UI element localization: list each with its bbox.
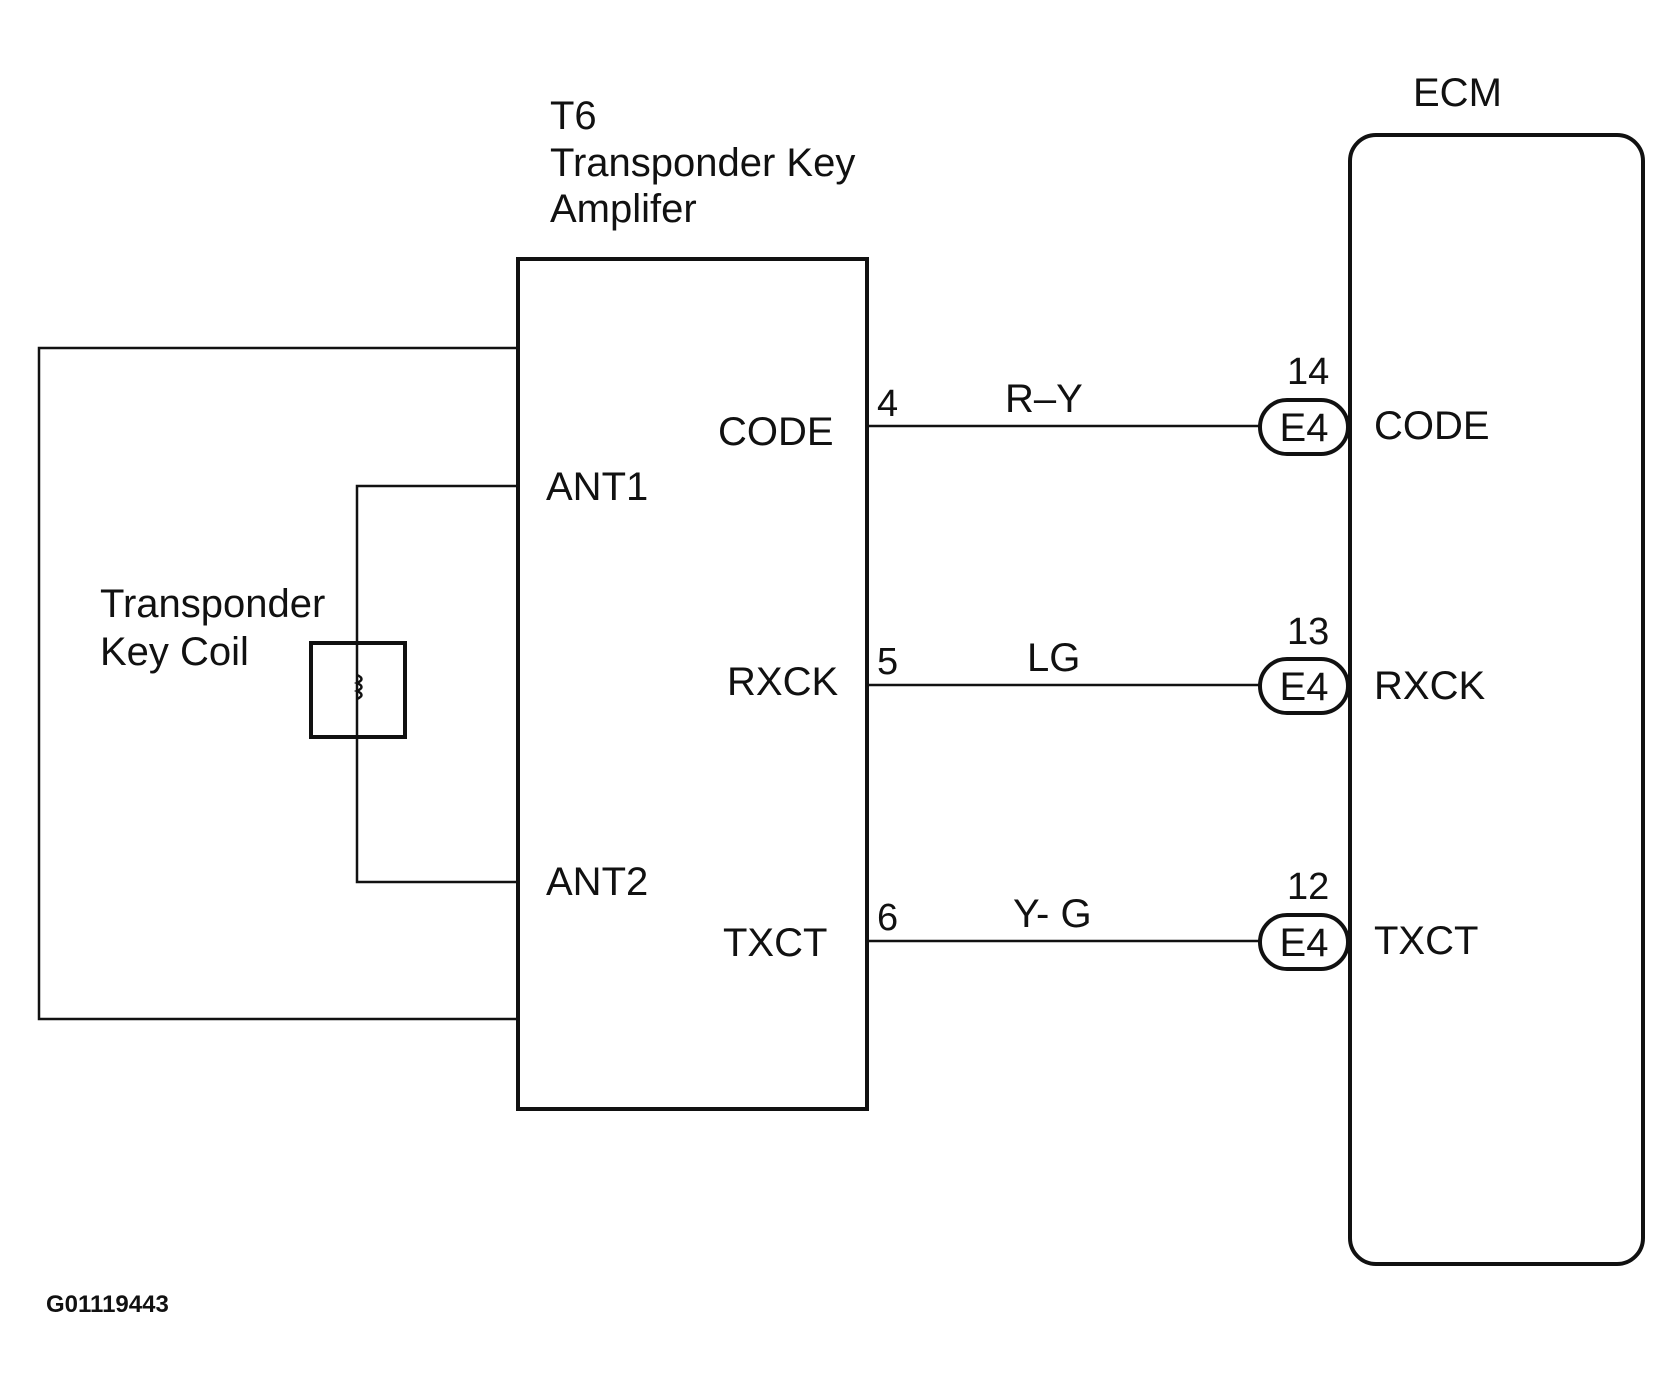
amp-terminal-ant2: ANT2 xyxy=(546,860,648,904)
ecm-box xyxy=(1348,133,1645,1266)
ecm-terminal-rxck: RXCK xyxy=(1374,664,1485,708)
connector-e4-code xyxy=(1258,398,1350,456)
ecm-pin-code: 14 xyxy=(1287,351,1329,393)
ecm-title: ECM xyxy=(1413,71,1502,115)
connector-label-rxck: E4 xyxy=(1280,665,1329,709)
coil-winding-icon xyxy=(353,673,363,701)
amp-pin-rxck: 5 xyxy=(877,641,898,683)
ecm-terminal-code: CODE xyxy=(1374,404,1490,448)
amp-pin-txct: 6 xyxy=(877,897,898,939)
wire-color-txct: Y- G xyxy=(1013,892,1092,936)
ant2-wire xyxy=(355,737,518,884)
coil-label-line2: Key Coil xyxy=(100,630,249,674)
amp-terminal-txct: TXCT xyxy=(723,921,827,965)
ecm-terminal-txct: TXCT xyxy=(1374,919,1478,963)
connector-label-code: E4 xyxy=(1280,406,1329,450)
amp-pin-code: 4 xyxy=(877,383,898,425)
wire-color-rxck: LG xyxy=(1027,636,1080,680)
ecm-pin-rxck: 13 xyxy=(1287,611,1329,653)
amp-terminal-code: CODE xyxy=(718,410,834,454)
amplifier-name-line1: Transponder Key xyxy=(550,141,855,185)
connector-e4-rxck xyxy=(1258,657,1350,715)
amp-terminal-ant1: ANT1 xyxy=(546,465,648,509)
ant1-wire xyxy=(355,484,518,643)
coil-label-line1: Transponder xyxy=(100,582,325,626)
connector-label-txct: E4 xyxy=(1280,921,1329,965)
amp-terminal-rxck: RXCK xyxy=(727,660,838,704)
connector-e4-txct xyxy=(1258,913,1350,971)
wire-color-code: R–Y xyxy=(1005,377,1083,421)
key-coil-enclosure xyxy=(37,346,518,1021)
ecm-pin-txct: 12 xyxy=(1287,866,1329,908)
amplifier-ref: T6 xyxy=(550,94,597,138)
figure-id: G01119443 xyxy=(46,1291,169,1318)
amplifier-name-line2: Amplifer xyxy=(550,187,697,231)
